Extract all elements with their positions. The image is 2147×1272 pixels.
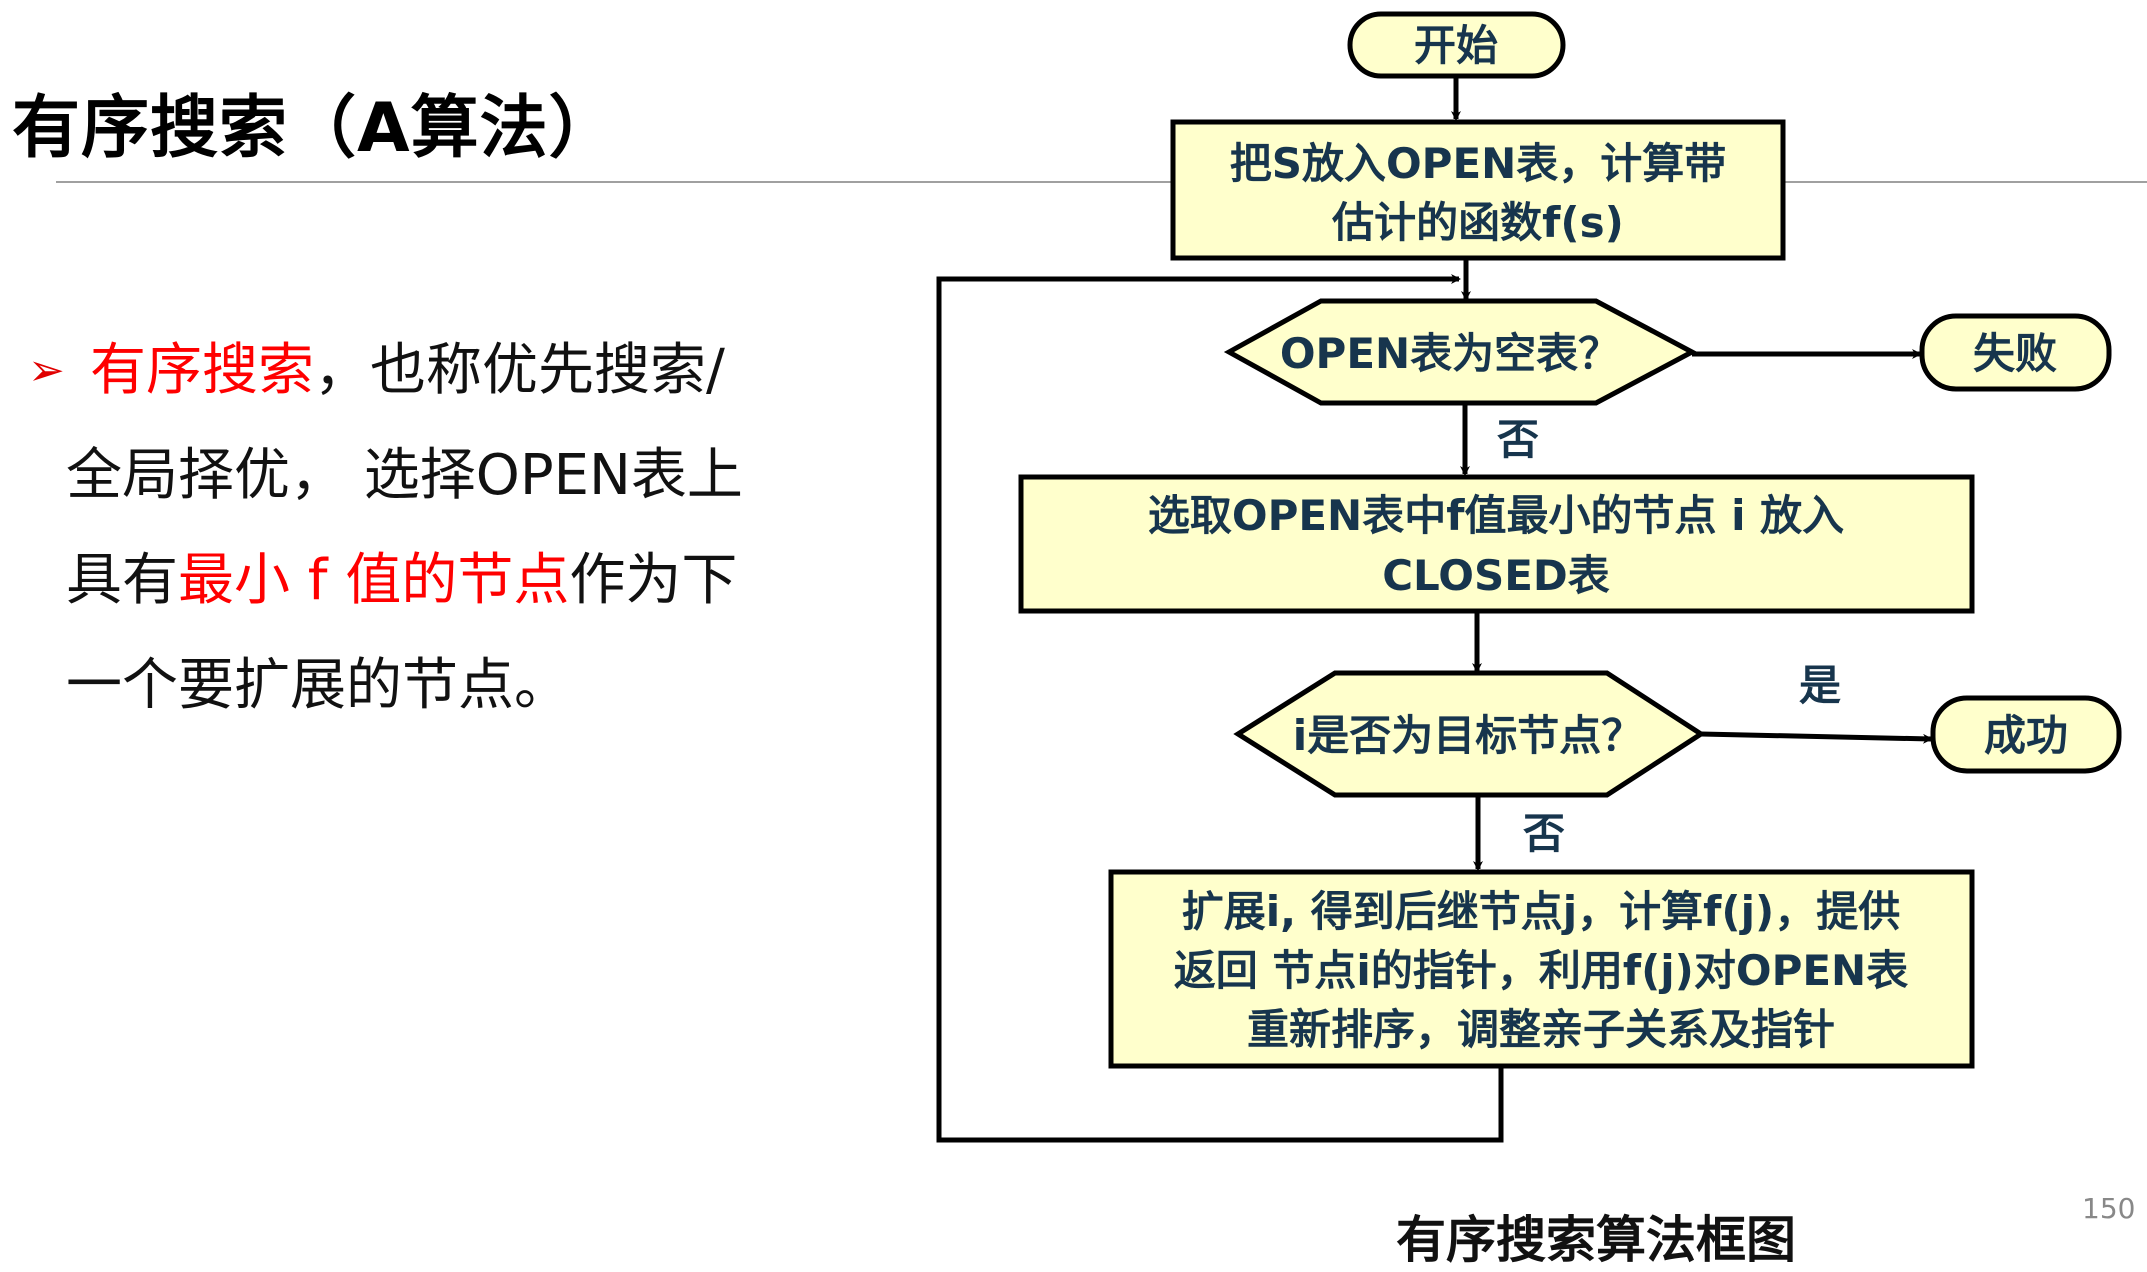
success-terminal — [1930, 695, 2122, 774]
bullet-paragraph: ➢ 有序搜索，也称优先搜索/ 全局择优， 选择OPEN表上 具有最小 f 值的节… — [28, 318, 788, 738]
fail-terminal — [1919, 313, 2112, 392]
no-label-1: 否 — [1497, 415, 1539, 464]
no-label-2: 否 — [1523, 809, 1565, 858]
bullet-text: 一个要扩展的节点。 — [66, 653, 570, 718]
bullet-text: ，也称优先搜索/ — [314, 338, 725, 403]
arrow-goal-success — [1700, 731, 1933, 744]
start-terminal — [1347, 11, 1566, 79]
term-highlight: 有序搜索 — [90, 338, 314, 403]
expand-label-line3: 重新排序，调整亲子关系及指针 — [1247, 1005, 1835, 1054]
bullet-text: 作为下 — [569, 548, 738, 613]
page-number: 150 — [2082, 1192, 2136, 1225]
select-label-line1: 选取OPEN表中f值最小的节点 i 放入 — [1148, 491, 1844, 540]
check-empty-label: OPEN表为空表？ — [1280, 329, 1620, 378]
min-f-highlight: 最小 f 值的节点 — [178, 548, 570, 613]
init-process-box — [1170, 119, 1786, 261]
loop-back-line — [936, 274, 1504, 1143]
expand-process-box — [1108, 869, 1975, 1069]
select-process-box — [1018, 474, 1975, 614]
bullet-arrow-icon: ➢ — [28, 345, 65, 396]
check-goal-decision — [1233, 670, 1706, 798]
check-empty-decision — [1223, 298, 1698, 406]
yes-label: 是 — [1799, 661, 1841, 710]
fail-label: 失败 — [1973, 329, 2057, 378]
select-label-line2: CLOSED表 — [1382, 551, 1610, 600]
check-goal-label: i是否为目标节点？ — [1293, 711, 1643, 760]
success-label: 成功 — [1984, 711, 2068, 760]
slide-title: 有序搜索（A算法） — [12, 89, 618, 168]
bullet-text: 具有 — [66, 548, 178, 613]
title-divider — [56, 181, 2147, 183]
start-label: 开始 — [1414, 21, 1498, 70]
init-label-line2: 估计的函数f(s) — [1331, 198, 1624, 247]
expand-label-line1: 扩展i, 得到后继节点j，计算f(j)，提供 — [1182, 887, 1900, 936]
expand-label-line2: 返回 节点i的指针，利用f(j)对OPEN表 — [1174, 946, 1908, 995]
init-label-line1: 把S放入OPEN表，计算带 — [1230, 139, 1727, 188]
figure-caption: 有序搜索算法框图 — [1396, 1211, 1796, 1269]
bullet-text: 全局择优， 选择OPEN表上 — [66, 443, 743, 508]
